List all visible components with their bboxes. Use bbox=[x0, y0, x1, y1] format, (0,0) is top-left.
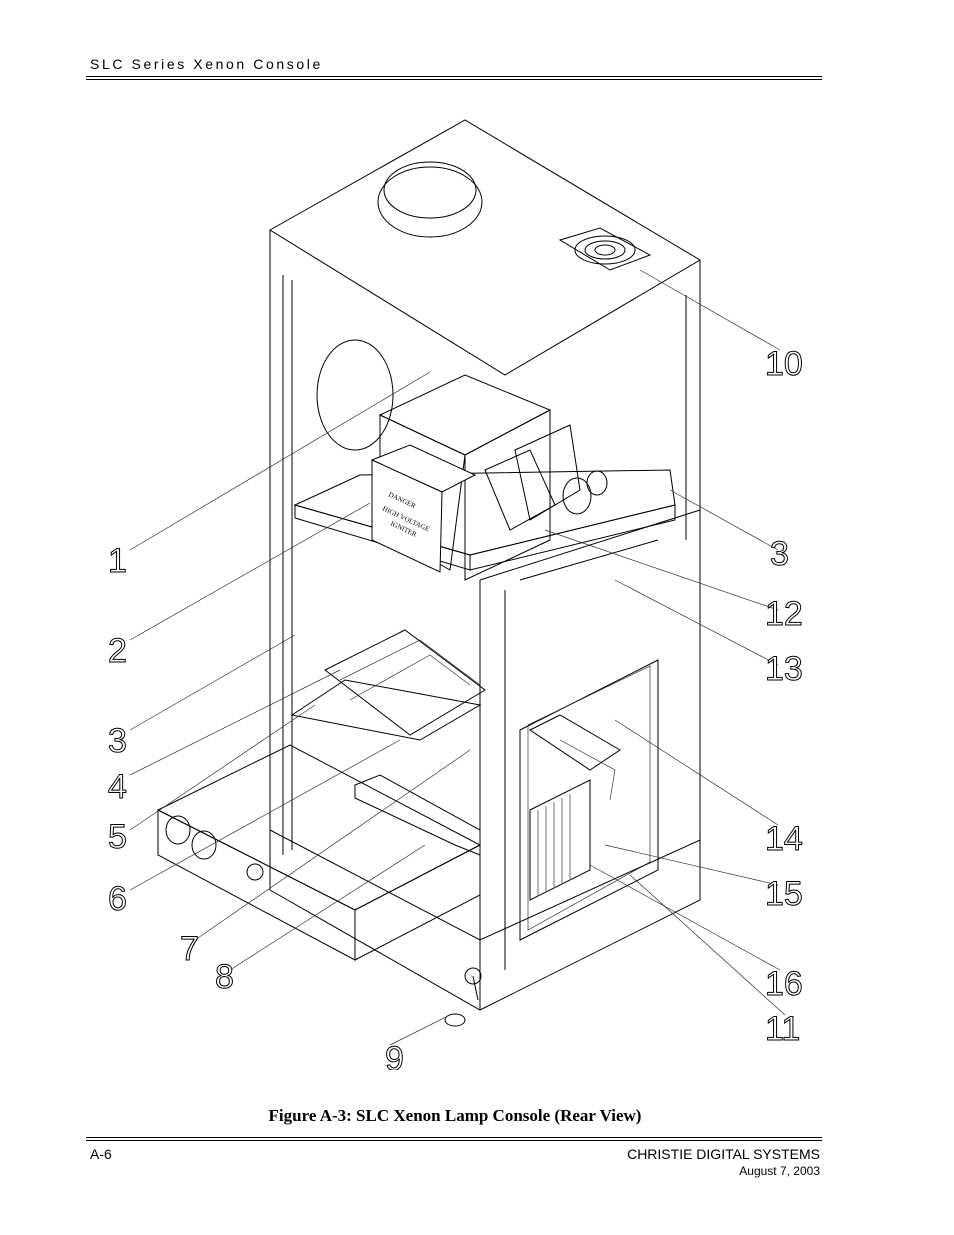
side-access-opening bbox=[519, 659, 659, 941]
callout-2: 2 bbox=[108, 632, 127, 670]
callout-3-left: 3 bbox=[108, 722, 127, 760]
lamp-housing bbox=[378, 374, 552, 456]
callout-5: 5 bbox=[108, 818, 127, 856]
footer-rule bbox=[86, 1137, 822, 1141]
callout-6: 6 bbox=[108, 880, 127, 918]
console-rear-view-figure: DANGER HIGH VOLTAGE IGNITER bbox=[90, 110, 830, 1070]
exhaust-collar bbox=[377, 166, 483, 238]
callout-1: 1 bbox=[108, 542, 127, 580]
callout-10: 10 bbox=[765, 345, 803, 383]
running-header: SLC Series Xenon Console bbox=[90, 56, 323, 72]
leveling-foot-right bbox=[464, 967, 482, 985]
reflector bbox=[316, 339, 394, 451]
terminal-strip bbox=[324, 629, 486, 736]
callout-9: 9 bbox=[385, 1040, 404, 1070]
lamp-control-board bbox=[484, 449, 556, 531]
callout-7: 7 bbox=[180, 930, 199, 968]
fan-grille bbox=[558, 227, 652, 271]
console-drawing: DANGER HIGH VOLTAGE IGNITER bbox=[108, 119, 803, 1070]
callout-14: 14 bbox=[765, 820, 803, 858]
publication-date: August 7, 2003 bbox=[739, 1164, 820, 1178]
callout-16: 16 bbox=[765, 965, 803, 1003]
page-number: A-6 bbox=[90, 1146, 112, 1162]
igniter-box: DANGER HIGH VOLTAGE IGNITER bbox=[370, 444, 477, 573]
middle-shelf bbox=[290, 679, 482, 741]
leveling-foot-left bbox=[246, 863, 264, 881]
callout-11: 11 bbox=[765, 1010, 800, 1048]
callout-4: 4 bbox=[108, 768, 127, 806]
base-box bbox=[156, 744, 482, 911]
figure-caption: Figure A-3: SLC Xenon Lamp Console (Rear… bbox=[268, 1106, 642, 1125]
transformer bbox=[529, 779, 591, 901]
callout-15: 15 bbox=[765, 875, 803, 913]
callout-8: 8 bbox=[215, 958, 234, 996]
callout-13: 13 bbox=[765, 650, 803, 688]
relay-block bbox=[529, 714, 621, 771]
callout-3-right: 3 bbox=[770, 535, 789, 573]
cabinet-base bbox=[269, 829, 701, 1011]
power-supply bbox=[354, 774, 481, 856]
callout-12: 12 bbox=[765, 595, 803, 633]
company-name: CHRISTIE DIGITAL SYSTEMS bbox=[627, 1146, 820, 1162]
header-rule bbox=[86, 76, 822, 80]
upper-shelf bbox=[293, 469, 676, 556]
front-panel-outline bbox=[479, 509, 701, 581]
